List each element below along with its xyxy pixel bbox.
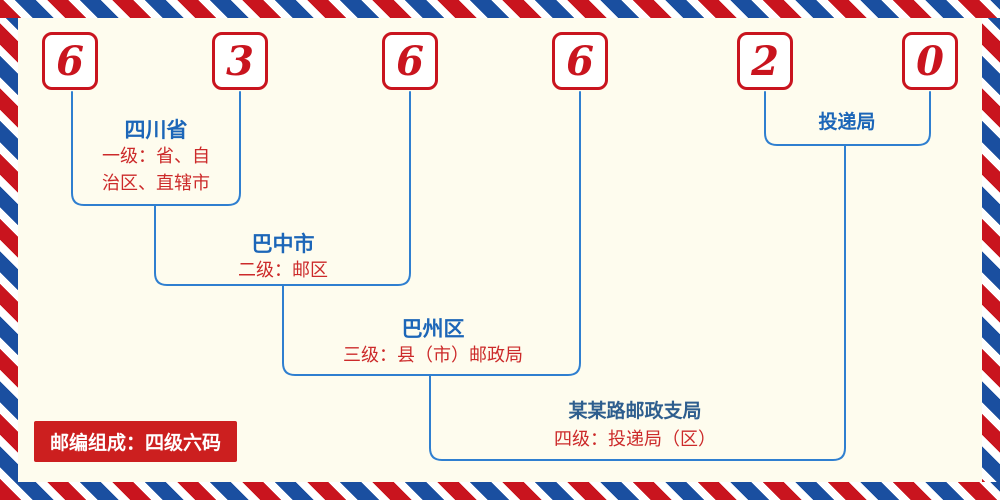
level1-place-name: 四川省 — [124, 118, 188, 142]
level3-place-name: 巴州区 — [401, 317, 465, 341]
postal-digit-4: 6 — [552, 32, 608, 90]
airmail-border-right — [982, 0, 1000, 500]
level4-description: 四级：投递局（区） — [554, 429, 716, 450]
airmail-border-left — [0, 0, 18, 500]
postal-code-composition-badge: 邮编组成：四级六码 — [34, 421, 238, 462]
level1-description: 一级：省、自 治区、直辖市 — [102, 146, 210, 194]
postal-digit-3: 6 — [382, 32, 438, 90]
postal-digit-5: 2 — [737, 32, 793, 90]
envelope-background — [18, 18, 982, 482]
level4-branch-name: 某某路邮政支局 — [568, 400, 702, 422]
postal-digit-6: 0 — [902, 32, 958, 90]
airmail-border-bottom — [0, 482, 1000, 500]
level4-delivery-office-label: 投递局 — [818, 111, 876, 133]
level2-description: 二级：邮区 — [238, 260, 328, 281]
postal-digit-1: 6 — [42, 32, 98, 90]
postal-digit-2: 3 — [212, 32, 268, 90]
level2-place-name: 巴中市 — [251, 232, 315, 256]
level3-description: 三级：县（市）邮政局 — [343, 345, 523, 366]
airmail-border-top — [0, 0, 1000, 18]
